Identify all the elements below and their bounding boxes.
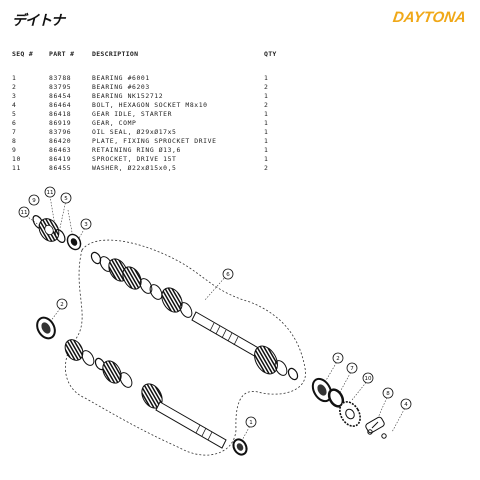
svg-text:11: 11 [21,210,28,216]
part-cell: 86420 [49,137,72,145]
daytona-katakana-logo: デイトナ [12,13,65,29]
part-cell: 86919 [49,119,72,127]
qty-cell: 1 [264,74,269,82]
table-row: 8 86420 PLATE, FIXING SPROCKET DRIVE 1 [0,137,480,146]
callout-1: 1 [245,416,257,428]
callout-11: 11 [44,186,56,198]
seq-cell: 8 [12,137,17,145]
qty-cell: 2 [264,101,269,109]
callout-3: 3 [80,218,92,230]
callout-6: 6 [222,268,234,280]
description-cell: OIL SEAL, Ø29xØ17x5 [92,128,177,136]
description-cell: RETAINING RING Ø13,6 [92,146,181,154]
qty-cell: 1 [264,146,269,154]
part-cell: 86419 [49,155,72,163]
description-cell: SPROCKET, DRIVE 15T [92,155,177,163]
svg-text:7: 7 [350,366,354,372]
table-row: 3 86454 BEARING NK152712 1 [0,92,480,101]
qty-cell: 1 [264,137,269,145]
part-cell: 86463 [49,146,72,154]
table-row: 9 86463 RETAINING RING Ø13,6 1 [0,146,480,155]
seq-cell: 2 [12,83,17,91]
part-cell: 83788 [49,74,72,82]
svg-text:1: 1 [249,420,253,426]
description-cell: BOLT, HEXAGON SOCKET M8x10 [92,101,208,109]
part-cell: 86454 [49,92,72,100]
svg-text:11: 11 [47,190,54,196]
description-cell: WASHER, Ø22xØ15x0,5 [92,164,177,172]
seq-cell: 5 [12,110,17,118]
lower-shaft-assembly [64,339,248,456]
assembly-outline [65,239,306,456]
callout-2: 2 [56,298,68,310]
qty-cell: 1 [264,110,269,118]
part-cell: 86455 [49,164,72,172]
description-cell: GEAR, COMP [92,119,137,127]
qty-cell: 1 [264,92,269,100]
part-cell: 83796 [49,128,72,136]
daytona-logo: DAYTONA [392,9,468,26]
description-cell: BEARING NK152712 [92,92,164,100]
part-cell: 86418 [49,110,72,118]
qty-cell: 2 [264,164,269,172]
seq-cell: 6 [12,119,17,127]
header-part: PART # [49,50,75,58]
table-row: 6 86919 GEAR, COMP 1 [0,119,480,128]
qty-cell: 1 [264,155,269,163]
svg-text:2: 2 [336,356,340,362]
svg-text:5: 5 [64,196,68,202]
table-row: 5 86418 GEAR IDLE, STARTER 1 [0,110,480,119]
svg-text:9: 9 [32,198,36,204]
description-cell: BEARING #6203 [92,83,150,91]
seq-cell: 1 [12,74,17,82]
sprocket-side-parts [311,377,387,439]
svg-text:3: 3 [84,222,88,228]
svg-text:10: 10 [365,376,372,382]
callout-5: 5 [60,192,72,204]
part-cell: 83795 [49,83,72,91]
part-cell: 86464 [49,101,72,109]
callout-10: 10 [362,372,374,384]
description-cell: BEARING #6001 [92,74,150,82]
seq-cell: 3 [12,92,17,100]
seq-cell: 10 [12,155,21,163]
callout-7: 7 [346,362,358,374]
qty-cell: 2 [264,83,269,91]
qty-cell: 1 [264,128,269,136]
description-cell: GEAR IDLE, STARTER [92,110,173,118]
table-row: 2 83795 BEARING #6203 2 [0,83,480,92]
seq-cell: 4 [12,101,17,109]
description-cell: PLATE, FIXING SPROCKET DRIVE [92,137,217,145]
starter-gear-stack [32,215,82,251]
left-bearing [36,316,56,340]
callout-4: 4 [400,398,412,410]
table-row: 11 86455 WASHER, Ø22xØ15x0,5 2 [0,164,480,173]
table-row: 4 86464 BOLT, HEXAGON SOCKET M8x10 2 [0,101,480,110]
svg-text:6: 6 [226,272,230,278]
header-seq: SEQ # [12,50,34,58]
table-row: 7 83796 OIL SEAL, Ø29xØ17x5 1 [0,128,480,137]
upper-shaft-assembly [90,251,299,381]
seq-cell: 9 [12,146,17,154]
svg-text:4: 4 [404,402,408,408]
header-description: DESCRIPTION [92,50,139,58]
svg-text:8: 8 [386,391,390,397]
callout-2: 2 [332,352,344,364]
seq-cell: 11 [12,164,21,172]
exploded-parts-diagram: 11 9 11 5 3 6 2 2 7 10 8 4 1 [18,186,412,456]
callout-9: 9 [28,194,40,206]
header-qty: QTY [264,50,277,58]
callout-11: 11 [18,206,30,218]
qty-cell: 1 [264,119,269,127]
table-row: 10 86419 SPROCKET, DRIVE 15T 1 [0,155,480,164]
svg-text:2: 2 [60,302,64,308]
seq-cell: 7 [12,128,17,136]
table-row: 1 83788 BEARING #6001 1 [0,74,480,83]
callout-8: 8 [382,387,394,399]
